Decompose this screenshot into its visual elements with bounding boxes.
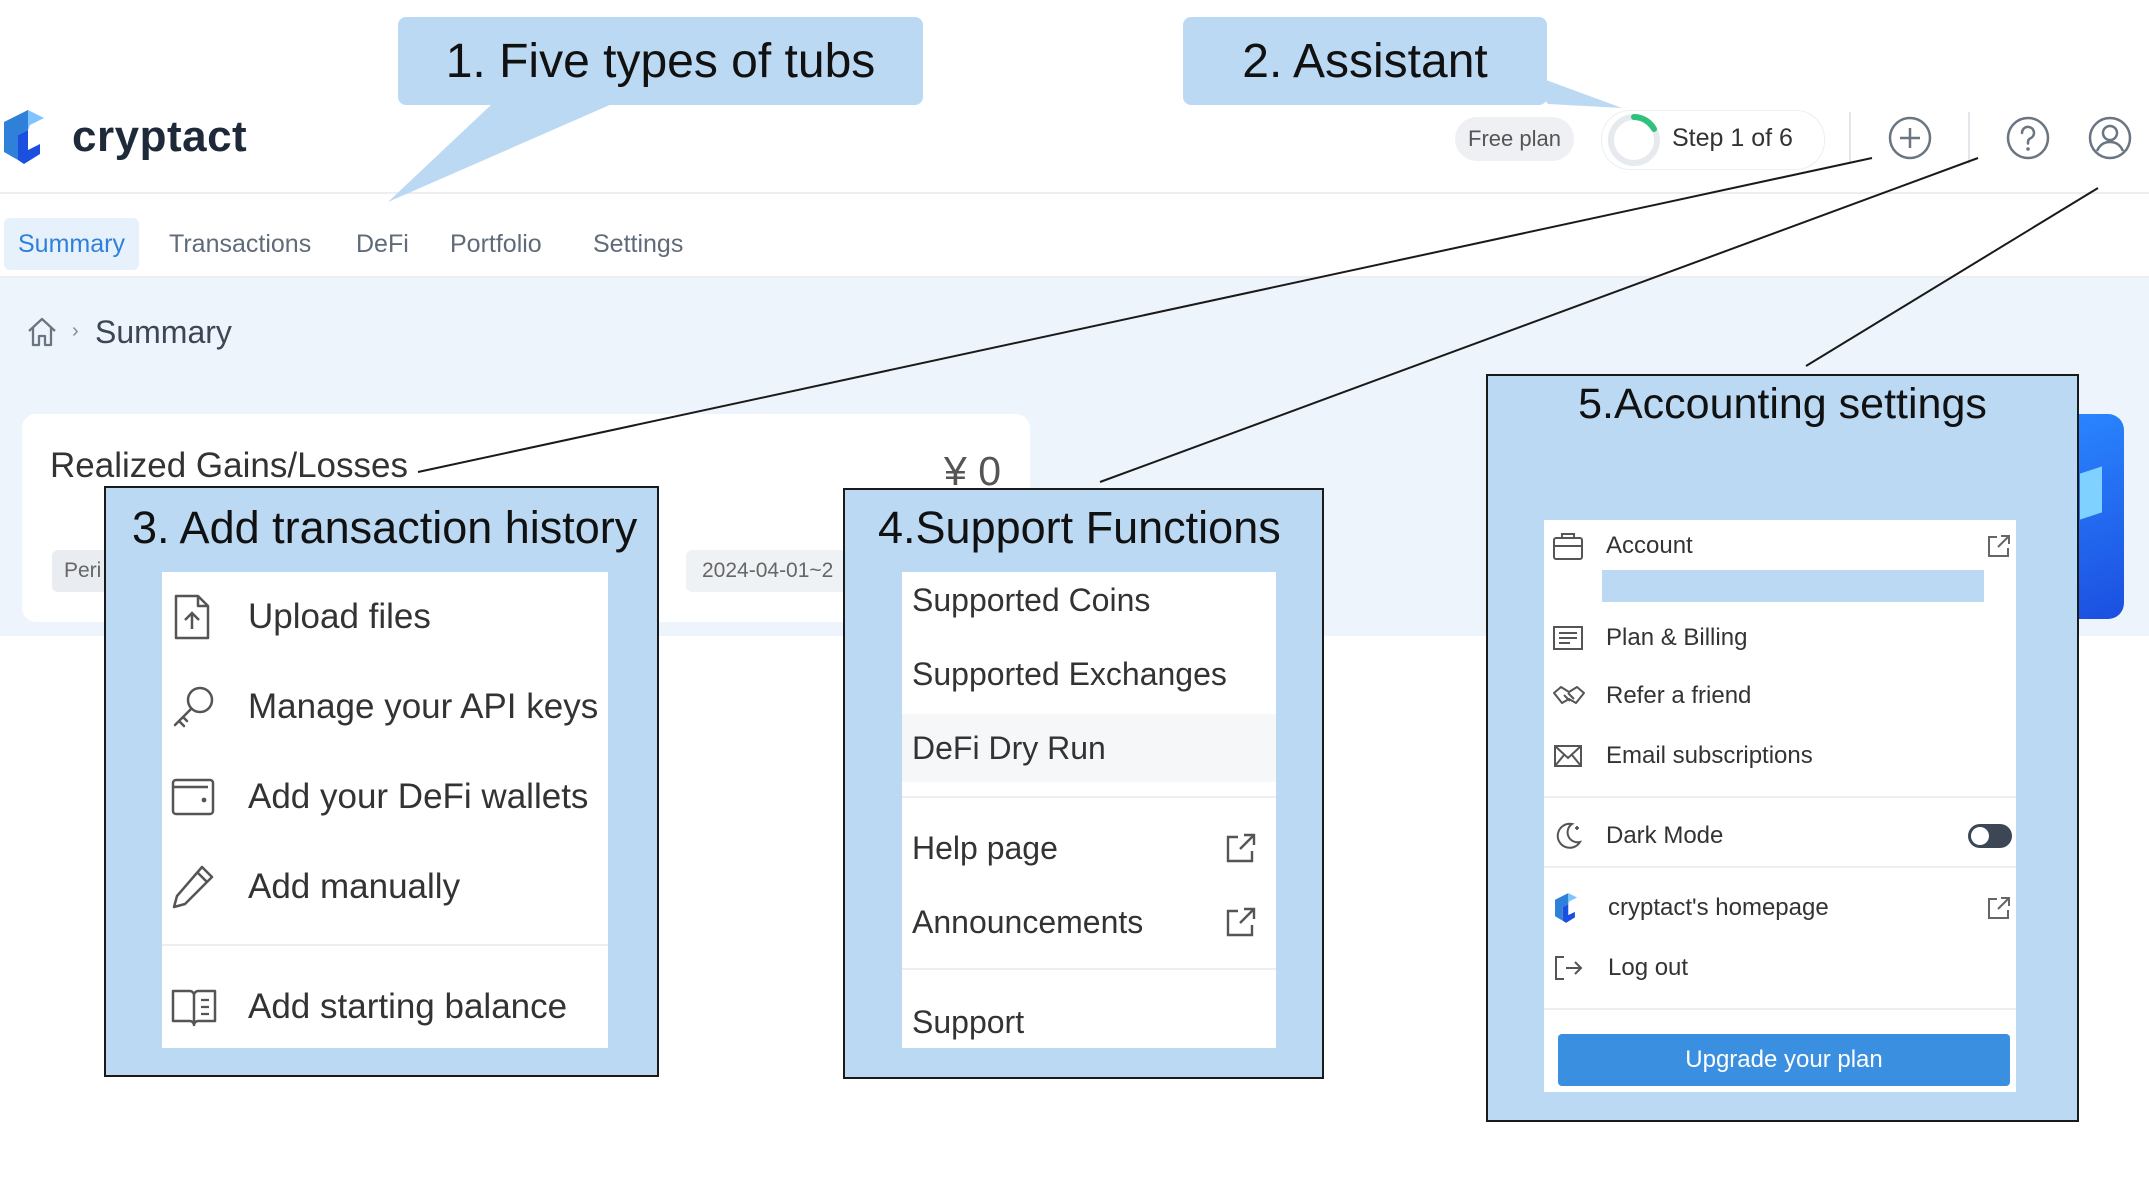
account-menu bbox=[1544, 520, 2016, 1092]
menu-divider bbox=[1544, 866, 2016, 868]
moon-icon bbox=[1556, 822, 1583, 849]
external-link-icon bbox=[1226, 907, 1256, 937]
menu-item-defi-dry-run[interactable]: DeFi Dry Run bbox=[912, 729, 1106, 766]
menu-item-label: Log out bbox=[1608, 954, 1689, 981]
menu-item-upload-files[interactable]: Upload files bbox=[170, 590, 431, 644]
add-transaction-menu bbox=[162, 572, 608, 1048]
menu-item-supported-exchanges[interactable]: Supported Exchanges bbox=[912, 655, 1227, 692]
external-link-icon bbox=[1988, 897, 2010, 919]
cryptact-logo[interactable] bbox=[0, 108, 55, 166]
promo-card-graphic bbox=[2080, 466, 2102, 520]
menu-item-label: Add your DeFi wallets bbox=[248, 777, 589, 816]
free-plan-badge: Free plan bbox=[1455, 117, 1574, 161]
handshake-icon bbox=[1553, 686, 1585, 704]
menu-item-label: cryptact's homepage bbox=[1608, 894, 1829, 921]
menu-item-label: Account bbox=[1606, 532, 1693, 559]
tab-portfolio[interactable]: Portfolio bbox=[450, 229, 542, 258]
pencil-icon bbox=[172, 865, 214, 909]
menu-item-defi-wallets[interactable]: Add your DeFi wallets bbox=[170, 770, 588, 824]
help-icon[interactable] bbox=[2004, 114, 2052, 162]
upload-file-icon bbox=[174, 594, 210, 640]
assistant-progress-ring bbox=[1608, 114, 1660, 166]
panel-title: 3. Add transaction history bbox=[132, 502, 638, 553]
mail-icon bbox=[1554, 745, 1582, 767]
menu-item-label: Announcements bbox=[912, 903, 1144, 940]
support-menu bbox=[902, 572, 1276, 1048]
menu-item-label: Upload files bbox=[248, 597, 431, 636]
briefcase-icon bbox=[1553, 533, 1583, 560]
menu-item-label: Help page bbox=[912, 829, 1058, 866]
menu-item-refer-friend[interactable]: Refer a friend bbox=[1552, 678, 1751, 714]
tab-settings[interactable]: Settings bbox=[593, 229, 684, 258]
menu-item-label: Add manually bbox=[248, 867, 461, 906]
menu-divider bbox=[162, 944, 608, 946]
menu-item-help-page[interactable]: Help page bbox=[912, 822, 1258, 874]
upgrade-plan-button[interactable]: Upgrade your plan bbox=[1558, 1034, 2010, 1086]
key-icon bbox=[173, 686, 214, 728]
header-divider bbox=[1849, 112, 1851, 164]
card-title: Realized Gains/Losses bbox=[50, 446, 408, 485]
menu-item-api-keys[interactable]: Manage your API keys bbox=[170, 680, 598, 734]
add-icon[interactable] bbox=[1886, 114, 1934, 162]
menu-divider bbox=[1544, 796, 2016, 798]
menu-item-log-out[interactable]: Log out bbox=[1552, 950, 1688, 986]
menu-item-label: Add starting balance bbox=[248, 987, 568, 1026]
menu-item-homepage[interactable]: cryptact's homepage bbox=[1552, 890, 2012, 926]
menu-item-label: Refer a friend bbox=[1606, 682, 1752, 709]
panel-title: 5.Accounting settings bbox=[1578, 380, 1987, 428]
breadcrumb-separator: › bbox=[72, 320, 79, 342]
menu-item-starting-balance[interactable]: Add starting balance bbox=[170, 980, 567, 1034]
header-divider-line bbox=[0, 192, 2149, 194]
logout-icon bbox=[1555, 956, 1583, 980]
home-icon[interactable] bbox=[25, 315, 59, 349]
callout-five-tabs: 1. Five types of tubs bbox=[398, 17, 923, 105]
menu-item-label: Manage your API keys bbox=[248, 687, 599, 726]
menu-divider bbox=[902, 796, 1276, 798]
dark-mode-toggle-knob bbox=[1971, 827, 1989, 845]
external-link-icon bbox=[1226, 833, 1256, 863]
menu-item-plan-billing[interactable]: Plan & Billing bbox=[1552, 620, 1747, 656]
breadcrumb-current: Summary bbox=[95, 314, 232, 350]
menu-item-highlight bbox=[902, 714, 1276, 782]
menu-item-support[interactable]: Support bbox=[912, 1003, 1025, 1040]
external-link-icon bbox=[1988, 535, 2010, 557]
menu-item-label: Email subscriptions bbox=[1606, 742, 1813, 769]
menu-item-email-subscriptions[interactable]: Email subscriptions bbox=[1552, 738, 1813, 774]
panel-title: 4.Support Functions bbox=[878, 502, 1281, 553]
date-range[interactable]: 2024-04-01~2 bbox=[686, 550, 846, 592]
brand-name: cryptact bbox=[72, 112, 248, 161]
account-email-redacted bbox=[1602, 570, 1984, 602]
tab-defi[interactable]: DeFi bbox=[356, 229, 409, 258]
menu-item-supported-coins[interactable]: Supported Coins bbox=[912, 581, 1151, 618]
header-divider bbox=[1968, 112, 1970, 164]
menu-item-label: Plan & Billing bbox=[1606, 624, 1748, 651]
billing-icon bbox=[1553, 626, 1583, 650]
menu-item-dark-mode[interactable]: Dark Mode bbox=[1552, 818, 1723, 854]
menu-item-account[interactable]: Account bbox=[1552, 528, 2012, 564]
cryptact-logo-icon bbox=[1555, 893, 1578, 923]
book-icon bbox=[171, 989, 217, 1027]
menu-item-announcements[interactable]: Announcements bbox=[912, 896, 1258, 948]
tab-transactions[interactable]: Transactions bbox=[169, 229, 312, 258]
wallet-icon bbox=[171, 778, 215, 816]
menu-divider bbox=[1544, 1008, 2016, 1010]
tab-summary[interactable]: Summary bbox=[4, 218, 139, 270]
menu-item-label: Dark Mode bbox=[1606, 822, 1724, 849]
menu-divider bbox=[902, 968, 1276, 970]
assistant-step-label: Step 1 of 6 bbox=[1672, 124, 1793, 152]
user-icon[interactable] bbox=[2086, 114, 2134, 162]
menu-item-add-manually[interactable]: Add manually bbox=[170, 860, 460, 914]
callout-assistant: 2. Assistant bbox=[1183, 17, 1547, 105]
